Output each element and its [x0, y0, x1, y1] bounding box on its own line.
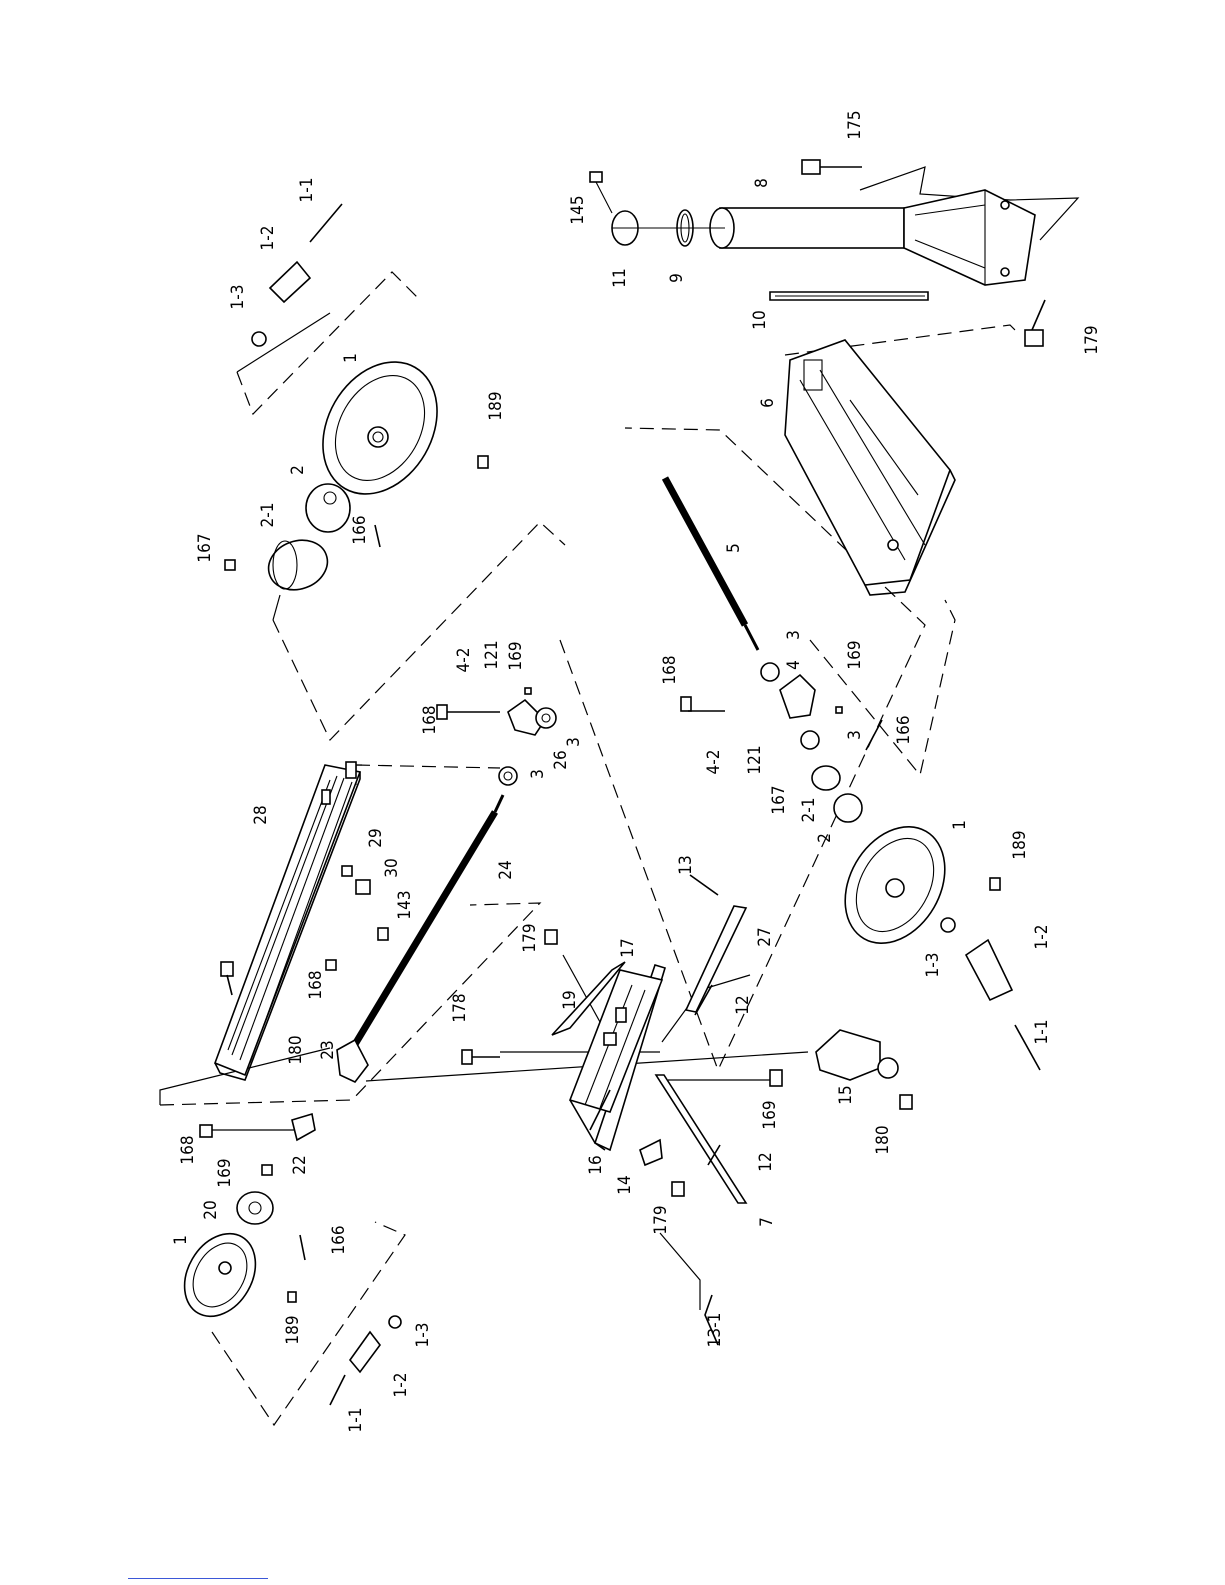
part-label-p167-b: 167: [769, 785, 789, 814]
part-label-p168-d: 168: [178, 1135, 198, 1164]
handwheel-part-1-right: [825, 809, 965, 961]
part-label-p1-1-top: 1-1: [297, 178, 317, 203]
part-label-p11: 11: [610, 268, 630, 287]
part-label-p1-1-c: 1-1: [346, 1408, 366, 1433]
part-label-p27: 27: [755, 927, 775, 946]
part-label-p3-c: 3: [784, 630, 804, 640]
footer-underline: [128, 1578, 268, 1579]
part-label-p189-c: 189: [283, 1315, 303, 1344]
part-label-p179-b: 179: [520, 923, 540, 952]
part-label-p5: 5: [724, 543, 744, 553]
part-label-p1-3-c: 1-3: [413, 1323, 433, 1348]
part-label-p169-a: 169: [506, 641, 526, 670]
leadscrew-part-5: [665, 478, 758, 650]
part-label-p121-b: 121: [745, 745, 765, 774]
part-label-p180-b: 180: [873, 1125, 893, 1154]
table-part-28: [215, 762, 360, 1080]
part-label-p1-1-b: 1-1: [1032, 1020, 1052, 1045]
part-label-p1-2-b: 1-2: [1032, 925, 1052, 950]
part-label-p16: 16: [586, 1155, 606, 1174]
column-part-8: [590, 160, 1045, 346]
part-label-p8: 8: [752, 178, 772, 188]
part-label-p167-top: 167: [195, 533, 215, 562]
part-label-p3-d: 3: [845, 730, 865, 740]
part-label-p26: 26: [551, 750, 571, 769]
part-label-p143: 143: [395, 890, 415, 919]
part-label-p166-top: 166: [350, 515, 370, 544]
part-label-p24: 24: [496, 860, 516, 879]
part-label-p2-1-b: 2-1: [799, 798, 819, 823]
part-label-p169-d: 169: [215, 1158, 235, 1187]
part-label-p9: 9: [667, 273, 687, 283]
part-label-p28: 28: [251, 805, 271, 824]
part-label-p12-b: 12: [756, 1152, 776, 1171]
part-label-p14: 14: [615, 1175, 635, 1194]
part-label-p145: 145: [568, 195, 588, 224]
part-label-p189-top: 189: [486, 391, 506, 420]
part-label-p189-b: 189: [1010, 830, 1030, 859]
part-label-p2-b: 2: [815, 833, 835, 843]
part-label-p175: 175: [845, 110, 865, 139]
part-label-p169-c: 169: [760, 1100, 780, 1129]
part-label-p1-top: 1: [341, 353, 361, 363]
part-label-p17: 17: [618, 938, 638, 957]
part-label-p166-b: 166: [894, 715, 914, 744]
part-label-p178: 178: [450, 993, 470, 1022]
base-part-6: [785, 340, 955, 595]
part-label-p4-b: 4: [784, 660, 804, 670]
part-label-p1-c: 1: [171, 1235, 191, 1245]
part-label-p1-3-top: 1-3: [228, 285, 248, 310]
part-label-p1-2-top: 1-2: [258, 226, 278, 251]
part-label-p7: 7: [757, 1217, 777, 1227]
part-label-p23: 23: [318, 1040, 338, 1059]
part-label-p6: 6: [758, 398, 778, 408]
part-label-p166-c: 166: [329, 1225, 349, 1254]
part-label-p3-b: 3: [528, 769, 548, 779]
part-label-p168-c: 168: [306, 970, 326, 999]
part-label-p3-a: 3: [564, 737, 584, 747]
part-label-p179-c: 179: [651, 1205, 671, 1234]
part-label-p1-3-b: 1-3: [923, 953, 943, 978]
part-label-p19: 19: [560, 990, 580, 1009]
part-label-p22: 22: [290, 1155, 310, 1174]
part-label-p179-top: 179: [1082, 325, 1102, 354]
part-label-p10: 10: [750, 310, 770, 329]
part-label-p168-a: 168: [420, 705, 440, 734]
part-label-p180-a: 180: [286, 1035, 306, 1064]
part-label-p1-b: 1: [950, 820, 970, 830]
part-label-p13-1: 13-1: [705, 1313, 725, 1348]
part-label-p12-a: 12: [733, 995, 753, 1014]
part-label-p2-1-top: 2-1: [258, 503, 278, 528]
part-label-p1-2-c: 1-2: [391, 1373, 411, 1398]
part-label-p4-2-a: 4-2: [454, 648, 474, 673]
part-label-p121-a: 121: [482, 640, 502, 669]
part-label-p169-b: 169: [845, 640, 865, 669]
part-label-p168-b: 168: [660, 655, 680, 684]
part-label-p29: 29: [366, 828, 386, 847]
part-label-p4-2-b: 4-2: [704, 750, 724, 775]
part-label-p30: 30: [382, 858, 402, 877]
part-label-p2-top: 2: [288, 465, 308, 475]
part-label-p13: 13: [676, 855, 696, 874]
part-label-p15: 15: [836, 1085, 856, 1104]
part-label-p20: 20: [201, 1200, 221, 1219]
